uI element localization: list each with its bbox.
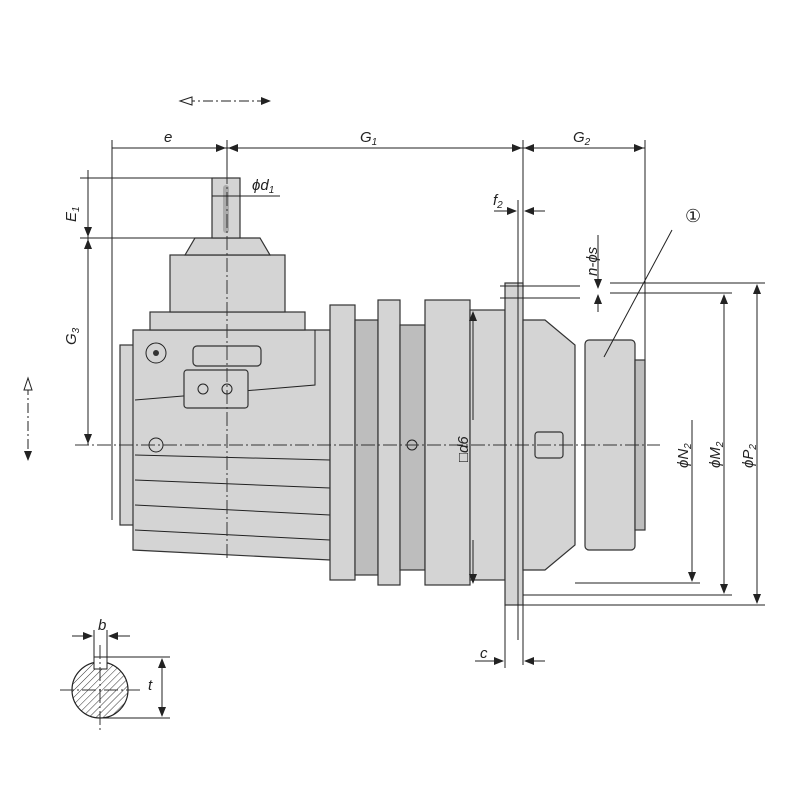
dim-b-label: b xyxy=(98,617,106,634)
input-shaft xyxy=(211,177,241,239)
dim-n2-label: ϕN2 xyxy=(675,443,694,468)
dim-g3-label: G3 xyxy=(63,327,82,345)
horizontal-direction-arrow-icon xyxy=(178,96,271,106)
dim-e1-label: E1 xyxy=(63,206,82,222)
dim-f2-label: f2 xyxy=(493,192,503,211)
dim-d6-label: □d6 xyxy=(455,436,472,462)
dim-g1-label: G1 xyxy=(360,129,377,148)
dim-t-label: t xyxy=(148,677,153,694)
vertical-direction-arrow-icon xyxy=(23,376,33,461)
gearbox-housing xyxy=(119,177,331,561)
dim-m2-label: ϕM2 xyxy=(707,441,726,468)
output-flange xyxy=(504,282,524,606)
planetary-stages xyxy=(329,282,646,606)
dim-p2-label: ϕP2 xyxy=(740,444,759,468)
dim-c xyxy=(475,605,545,668)
callout-1-label: ① xyxy=(685,206,701,226)
keyway-section-view xyxy=(60,630,170,730)
dim-f2 xyxy=(494,200,545,640)
dim-c-label: c xyxy=(480,645,488,662)
dim-g2-label: G2 xyxy=(573,129,591,148)
dim-d1-label: ϕd1 xyxy=(252,177,274,196)
dim-e-label: e xyxy=(164,129,172,146)
dim-ns-label: n-ϕs xyxy=(584,246,601,276)
dim-ns xyxy=(500,235,602,312)
flange-diameter-dims xyxy=(523,282,765,606)
